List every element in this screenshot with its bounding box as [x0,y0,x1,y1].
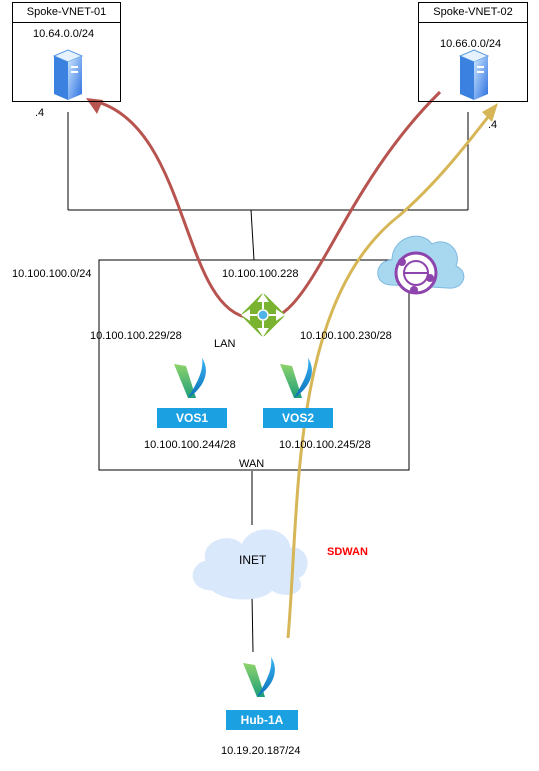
red-path-arrowhead [86,98,103,114]
red-traffic-path [89,90,442,322]
vos1-wan-ip: 10.100.100.244/28 [144,439,236,451]
vos2-lan-ip: 10.100.100.230/28 [300,330,392,342]
server-icon [52,49,84,100]
vos1-lan-ip: 10.100.100.229/28 [90,330,182,342]
spoke2-host-ip: .4 [488,119,498,131]
versa-logo-icon [243,657,275,697]
hub-vnet-cidr: 10.100.100.0/24 [12,268,92,280]
versa-logo-icon [280,358,312,398]
hub-vnet-link [250,209,255,261]
inet-label: INET [239,553,267,567]
gold-sdwan-path [286,107,497,639]
vwan-hub-icon [377,235,465,295]
spoke1-title: Spoke-VNET-01 [13,3,120,23]
inet-to-hub1a-link [251,594,254,653]
wan-label: WAN [239,458,265,470]
spoke1-host-ip: .4 [35,107,45,119]
vos2-wan-ip: 10.100.100.245/28 [279,439,371,451]
gold-path-arrowhead [482,103,498,122]
sdwan-label: SDWAN [327,546,368,558]
spoke-vnet-02-box: Spoke-VNET-02 [418,2,528,102]
router-icon [241,293,285,337]
vos2-tag: VOS2 [263,408,333,428]
vnet-connectors [67,112,469,653]
spoke2-title: Spoke-VNET-02 [419,3,527,23]
hub1a-ip: 10.19.20.187/24 [221,745,301,757]
server-icon [458,49,490,100]
lan-label: LAN [214,338,236,350]
spoke1-cidr: 10.64.0.0/24 [33,28,95,40]
spoke2-cidr: 10.66.0.0/24 [440,38,502,50]
router-ip: 10.100.100.228 [222,268,299,280]
vos1-tag: VOS1 [157,408,227,428]
spoke-vnet-01-box: Spoke-VNET-01 [12,2,121,102]
hub-vnet-box [98,259,410,471]
versa-logo-icon [174,358,206,398]
cloud-icon [192,529,308,600]
hub1a-tag: Hub-1A [226,710,298,730]
